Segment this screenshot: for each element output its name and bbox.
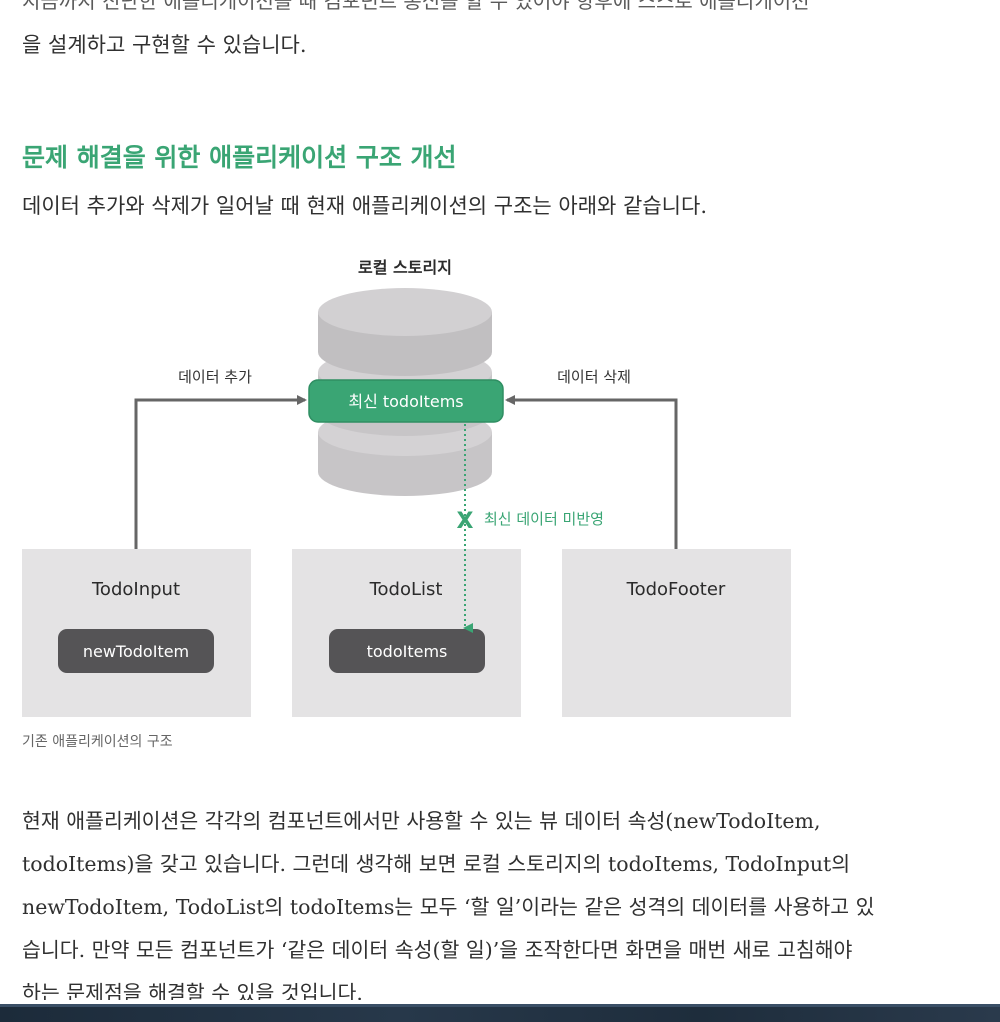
component-todo-input: TodoInput newTodoItem (22, 549, 251, 717)
body-paragraph: 현재 애플리케이션은 각각의 컴포넌트에서만 사용할 수 있는 뷰 데이터 속성… (22, 800, 997, 1000)
paragraph-line: 현재 애플리케이션은 각각의 컴포넌트에서만 사용할 수 있는 뷰 데이터 속성… (22, 809, 821, 833)
component-todo-list: TodoList todoItems (292, 549, 521, 717)
component-data-pill (329, 629, 485, 673)
storage-item-box (308, 379, 504, 423)
not-reflected-label: 최신 데이터 미반영 (484, 510, 604, 528)
paragraph-line: 습니다. 만약 모든 컴포넌트가 ‘같은 데이터 속성(할 일)’을 조작한다면… (22, 938, 853, 962)
delete-label: 데이터 삭제 (557, 368, 631, 386)
body-text-line: 을 설계하고 구현할 수 있습니다. (22, 33, 307, 57)
cut-off-text-line: 지금까지 진단한 애플리케이션을 때 컴포넌트 통신을 할 수 있어야 향후에 … (22, 0, 810, 13)
component-name: TodoList (369, 579, 443, 600)
paragraph-line: newTodoItem, TodoList의 todoItems는 모두 ‘할 … (22, 895, 875, 919)
not-reflected-x-icon: X (457, 509, 474, 534)
bottom-strip-highlight (0, 1004, 1000, 1007)
component-data-label: newTodoItem (83, 642, 189, 661)
component-name: TodoInput (91, 579, 180, 600)
component-data-pill (58, 629, 214, 673)
paragraph-line: todoItems)을 갖고 있습니다. 그런데 생각해 보면 로컬 스토리지의… (22, 852, 851, 876)
component-todo-footer: TodoFooter (562, 549, 791, 717)
paragraph-line: 하는 문제점을 해결할 수 있을 것입니다. (22, 981, 363, 1000)
add-label: 데이터 추가 (178, 368, 252, 386)
intro-text: 데이터 추가와 삭제가 일어날 때 현재 애플리케이션의 구조는 아래와 같습니… (22, 194, 707, 218)
storage-item-label: 최신 todoItems (348, 392, 463, 411)
component-data-label: todoItems (367, 642, 448, 661)
storage-label: 로컬 스토리지 (358, 258, 452, 277)
section-heading: 문제 해결을 위한 애플리케이션 구조 개선 (22, 143, 457, 172)
component-name: TodoFooter (626, 579, 726, 600)
delete-arrow (505, 395, 678, 549)
bottom-taskbar-strip (0, 1004, 1000, 1022)
add-arrow (134, 395, 307, 549)
figure-caption: 기존 애플리케이션의 구조 (22, 734, 173, 750)
architecture-diagram: 로컬 스토리지 최신 todoItems 데이터 추가 데이터 삭제 X 최신 … (22, 258, 791, 717)
